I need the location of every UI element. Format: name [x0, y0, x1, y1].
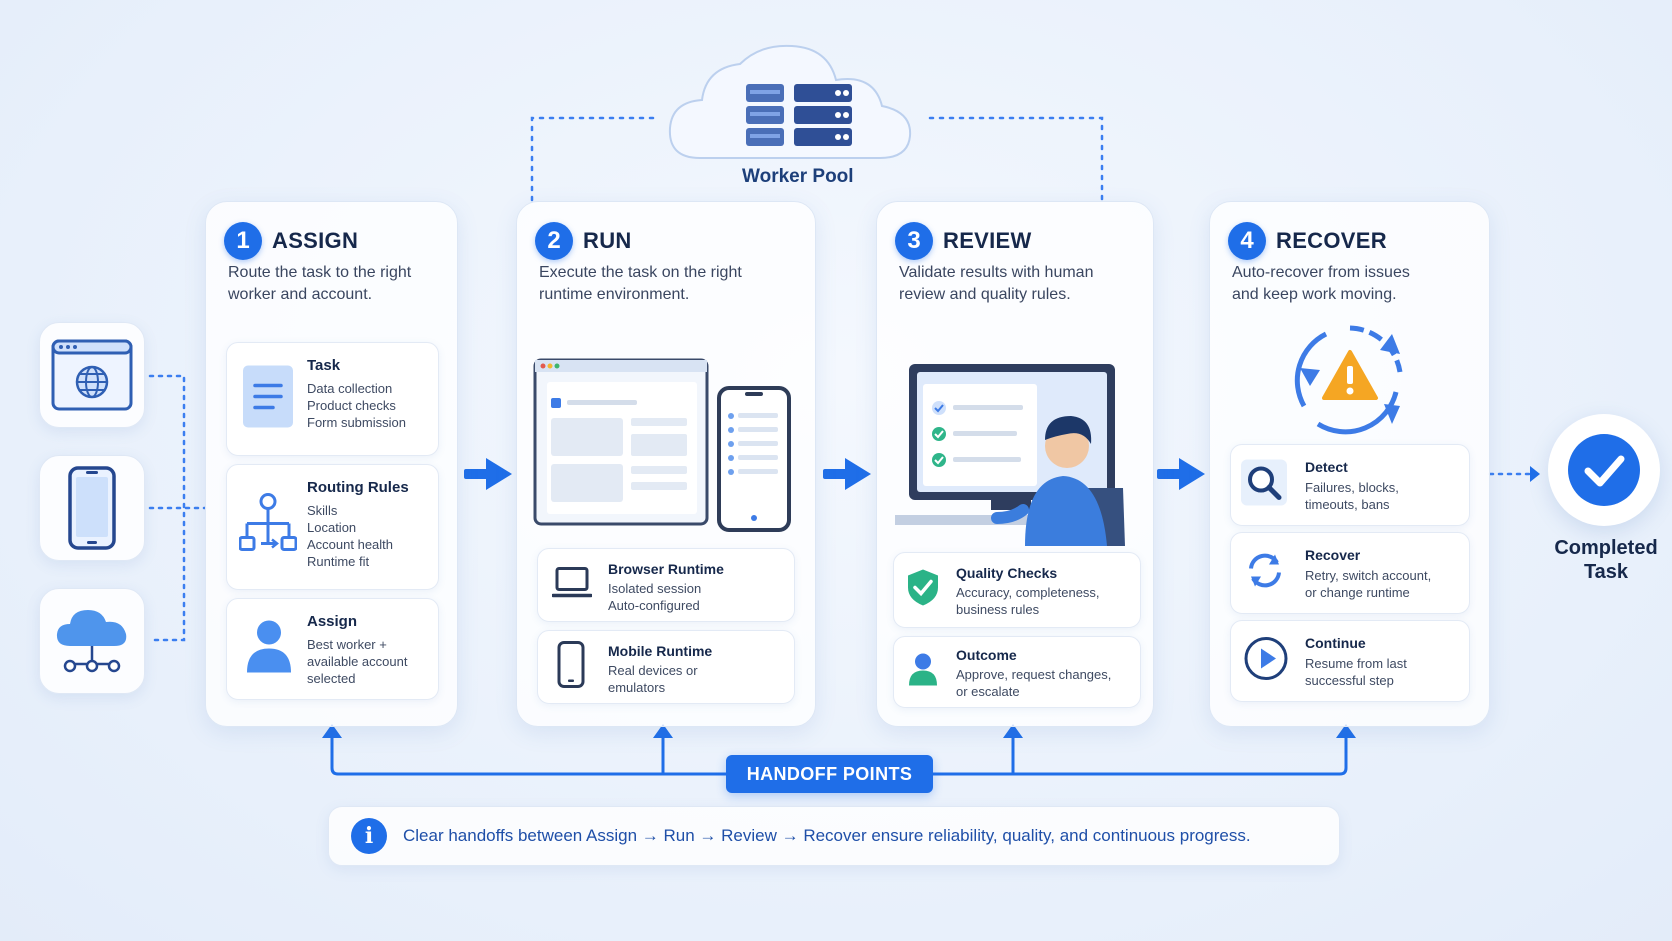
- stage-description: Auto-recover from issues and keep work m…: [1232, 264, 1410, 303]
- stage-recover: 4 RECOVER Auto-recover from issues and ke…: [1209, 201, 1490, 727]
- search-icon: [1241, 459, 1287, 506]
- check-circle-icon: [1568, 434, 1640, 506]
- human-reviewer-illustration: [895, 364, 1125, 546]
- source-browser: [39, 322, 145, 428]
- item-line: Failures, blocks,: [1305, 480, 1399, 495]
- stage-number: 1: [224, 222, 262, 260]
- item-line: Best worker +: [307, 637, 387, 652]
- shield-check-icon: [908, 569, 938, 606]
- assign-item-routing: Routing Rules Skills Location Account he…: [226, 464, 439, 590]
- recovery-cycle-warning-icon: [1294, 325, 1403, 435]
- item-title: Continue: [1305, 635, 1366, 651]
- stage-arrow-3: [1157, 458, 1205, 490]
- item-line: selected: [307, 671, 356, 686]
- item-line: emulators: [608, 680, 666, 695]
- document-icon: [243, 365, 293, 428]
- item-line: Skills: [307, 503, 338, 518]
- stage-description: Execute the task on the right runtime en…: [539, 264, 742, 303]
- item-line: Product checks: [307, 398, 396, 413]
- item-title: Recover: [1305, 547, 1361, 563]
- stage-assign: 1 ASSIGN Route the task to the right work…: [205, 201, 458, 727]
- stage-title: REVIEW: [943, 228, 1032, 253]
- item-line: Auto-configured: [608, 598, 700, 613]
- laptop-icon: [551, 567, 593, 598]
- stage-description: Route the task to the right worker and a…: [228, 264, 412, 303]
- item-line: Account health: [307, 537, 394, 552]
- item-line: Real devices or: [608, 663, 698, 678]
- completed-task-badge: [1548, 414, 1660, 526]
- phone-icon: [557, 641, 585, 688]
- item-title: Assign: [307, 613, 358, 630]
- item-title: Routing Rules: [307, 479, 409, 496]
- stage-number: 4: [1228, 222, 1266, 260]
- refresh-icon: [1249, 553, 1281, 588]
- item-line: Location: [307, 520, 357, 535]
- routing-tree-icon: [238, 493, 298, 551]
- stage-title: RECOVER: [1276, 228, 1387, 253]
- item-line: timeouts, bans: [1305, 497, 1390, 512]
- review-item-outcome: Outcome Approve, request changes, or esc…: [893, 636, 1141, 708]
- item-line: Isolated session: [608, 581, 702, 596]
- stage-number: 2: [535, 222, 573, 260]
- info-text: Clear handoffs between Assign → Run → Re…: [403, 826, 1251, 845]
- stage-run: 2 RUN Execute the task on the right runti…: [516, 201, 816, 727]
- item-line: Runtime fit: [307, 554, 370, 569]
- run-item-mobile: Mobile Runtime Real devices or emulators: [537, 630, 795, 704]
- info-banner: i Clear handoffs between Assign → Run → …: [328, 806, 1340, 866]
- item-title: Task: [307, 357, 341, 374]
- recover-item-detect: Detect Failures, blocks, timeouts, bans: [1230, 444, 1470, 526]
- item-title: Outcome: [956, 647, 1017, 663]
- recover-item-recover: Recover Retry, switch account, or change…: [1230, 532, 1470, 614]
- handoff-points-label: HANDOFF POINTS: [726, 755, 933, 793]
- smartphone-icon: [68, 466, 116, 550]
- stage-description: Validate results with human review and q…: [899, 264, 1094, 303]
- item-title: Detect: [1305, 459, 1348, 475]
- assign-item-task: Task Data collection Product checks Form…: [226, 342, 439, 456]
- item-line: Approve, request changes,: [956, 667, 1112, 682]
- source-link: [148, 374, 207, 642]
- recover-item-continue: Continue Resume from last successful ste…: [1230, 620, 1470, 702]
- stage-review: 3 REVIEW Validate results with human revi…: [876, 201, 1154, 727]
- item-line: Data collection: [307, 381, 393, 396]
- stage-title: ASSIGN: [272, 228, 359, 253]
- item-line: successful step: [1305, 673, 1394, 688]
- stage-number: 3: [895, 222, 933, 260]
- stage-arrow-1: [464, 458, 512, 490]
- item-line: available account: [307, 654, 408, 669]
- run-item-browser: Browser Runtime Isolated session Auto-co…: [537, 548, 795, 622]
- person-icon: [909, 653, 937, 686]
- item-title: Browser Runtime: [608, 561, 724, 577]
- cloud-network-icon: [56, 610, 127, 673]
- stage-arrow-2: [823, 458, 871, 490]
- item-title: Quality Checks: [956, 565, 1058, 581]
- completed-line: Task: [1583, 561, 1629, 583]
- stage-title: RUN: [583, 228, 632, 253]
- completed-line: Completed: [1554, 537, 1658, 559]
- item-line: Retry, switch account,: [1305, 568, 1432, 583]
- source-cloud: [39, 588, 145, 694]
- item-line: Form submission: [307, 415, 406, 430]
- pool-link-left: [530, 116, 658, 202]
- item-line: or escalate: [956, 684, 1020, 699]
- source-mobile: [39, 455, 145, 561]
- assign-item-assign: Assign Best worker + available account s…: [226, 598, 439, 700]
- cloud-server-icon: [668, 44, 912, 159]
- user-icon: [247, 620, 291, 673]
- item-title: Mobile Runtime: [608, 643, 713, 659]
- worker-pool: [660, 40, 920, 166]
- item-line: business rules: [956, 602, 1040, 617]
- pool-link-right: [928, 116, 1104, 202]
- completed-task-label: Completed Task: [1544, 536, 1668, 584]
- info-icon: i: [351, 818, 387, 854]
- worker-pool-label: Worker Pool: [742, 166, 854, 187]
- item-line: or change runtime: [1305, 585, 1410, 600]
- review-item-quality: Quality Checks Accuracy, completeness, b…: [893, 552, 1141, 628]
- item-line: Resume from last: [1305, 656, 1407, 671]
- browser-globe-icon: [51, 339, 133, 411]
- runtime-devices-illustration: [533, 358, 791, 532]
- play-icon: [1244, 637, 1288, 680]
- item-line: Accuracy, completeness,: [956, 585, 1100, 600]
